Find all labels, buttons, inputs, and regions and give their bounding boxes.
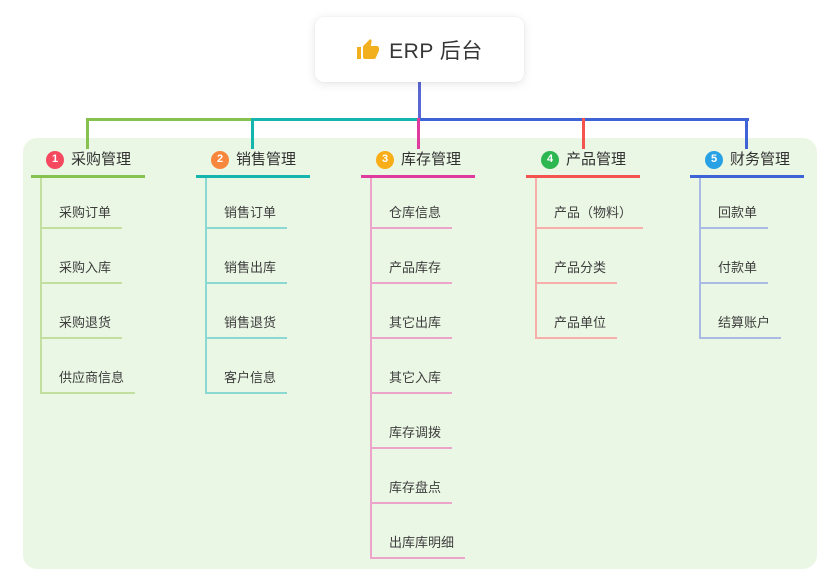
child-row: 结算账户: [701, 284, 804, 339]
branch-column: 3 库存管理 仓库信息 产品库存 其它出库 其它入库 库存调拨 库存盘点 出库库…: [361, 148, 475, 559]
child-node[interactable]: 产品（物料）: [537, 205, 644, 229]
branch-children: 产品（物料） 产品分类 产品单位: [535, 178, 644, 339]
root-label: ERP 后台: [389, 39, 483, 63]
child-node[interactable]: 采购退货: [42, 315, 123, 339]
branch-children: 采购订单 采购入库 采购退货 供应商信息: [40, 178, 145, 394]
child-node[interactable]: 其它入库: [372, 370, 453, 394]
branch-number-badge: 2: [211, 150, 229, 169]
branch-number-badge: 1: [46, 150, 64, 169]
child-row: 付款单: [701, 229, 804, 284]
child-row: 回款单: [701, 178, 804, 229]
child-row: 产品分类: [537, 229, 643, 284]
branch-children: 销售订单 销售出库 销售退货 客户信息: [205, 178, 310, 394]
child-node[interactable]: 产品分类: [537, 260, 618, 284]
branch-title-label: 销售管理: [236, 151, 297, 168]
child-node[interactable]: 销售出库: [207, 260, 288, 284]
child-row: 产品（物料）: [537, 178, 644, 229]
branch-title-node[interactable]: 5 财务管理: [690, 148, 804, 178]
root-node[interactable]: ERP 后台: [315, 17, 524, 82]
child-node[interactable]: 供应商信息: [42, 370, 136, 394]
child-row: 仓库信息: [372, 178, 475, 229]
branch-children: 回款单 付款单 结算账户: [699, 178, 804, 339]
branch-title-label: 产品管理: [566, 151, 627, 168]
child-node[interactable]: 付款单: [701, 260, 769, 284]
branch-number-badge: 5: [705, 150, 723, 169]
thumbs-up-icon: [356, 38, 380, 62]
connector-line: [87, 118, 252, 121]
child-row: 客户信息: [207, 339, 310, 394]
child-node[interactable]: 客户信息: [207, 370, 288, 394]
child-row: 产品单位: [537, 284, 643, 339]
child-node[interactable]: 产品单位: [537, 315, 618, 339]
branch-title-node[interactable]: 3 库存管理: [361, 148, 475, 178]
branch-title-node[interactable]: 2 销售管理: [196, 148, 310, 178]
child-row: 产品库存: [372, 229, 475, 284]
branch-column: 5 财务管理 回款单 付款单 结算账户: [690, 148, 804, 339]
child-row: 销售订单: [207, 178, 310, 229]
child-node[interactable]: 其它出库: [372, 315, 453, 339]
branch-column: 1 采购管理 采购订单 采购入库 采购退货 供应商信息: [31, 148, 145, 394]
child-row: 其它入库: [372, 339, 475, 394]
child-node[interactable]: 仓库信息: [372, 205, 453, 229]
child-row: 其它出库: [372, 284, 475, 339]
child-node[interactable]: 采购订单: [42, 205, 123, 229]
child-node[interactable]: 采购入库: [42, 260, 123, 284]
branch-title-label: 财务管理: [730, 151, 791, 168]
branch-title-label: 库存管理: [401, 151, 462, 168]
connector-line: [252, 118, 419, 121]
branch-children: 仓库信息 产品库存 其它出库 其它入库 库存调拨 库存盘点 出库库明细: [370, 178, 475, 559]
branch-title-label: 采购管理: [71, 151, 132, 168]
child-node[interactable]: 出库库明细: [372, 535, 466, 559]
connector-line: [582, 118, 585, 149]
child-node[interactable]: 结算账户: [701, 315, 782, 339]
child-row: 销售退货: [207, 284, 310, 339]
child-row: 供应商信息: [42, 339, 145, 394]
child-row: 采购订单: [42, 178, 145, 229]
child-row: 采购入库: [42, 229, 145, 284]
child-node[interactable]: 产品库存: [372, 260, 453, 284]
child-row: 销售出库: [207, 229, 310, 284]
child-node[interactable]: 回款单: [701, 205, 769, 229]
branch-number-badge: 4: [541, 150, 559, 169]
child-row: 采购退货: [42, 284, 145, 339]
branch-number-badge: 3: [376, 150, 394, 169]
child-row: 出库库明细: [372, 504, 475, 559]
child-node[interactable]: 库存调拨: [372, 425, 453, 449]
branch-title-node[interactable]: 1 采购管理: [31, 148, 145, 178]
branches-panel: [23, 138, 817, 569]
connector-line: [745, 118, 748, 149]
connector-line: [418, 82, 421, 118]
connector-line: [86, 118, 89, 149]
branch-title-node[interactable]: 4 产品管理: [526, 148, 640, 178]
connector-line: [417, 118, 420, 149]
child-node[interactable]: 库存盘点: [372, 480, 453, 504]
child-node[interactable]: 销售退货: [207, 315, 288, 339]
child-node[interactable]: 销售订单: [207, 205, 288, 229]
connector-line: [251, 118, 254, 149]
child-row: 库存盘点: [372, 449, 475, 504]
branch-column: 2 销售管理 销售订单 销售出库 销售退货 客户信息: [196, 148, 310, 394]
child-row: 库存调拨: [372, 394, 475, 449]
branch-column: 4 产品管理 产品（物料） 产品分类 产品单位: [526, 148, 644, 339]
